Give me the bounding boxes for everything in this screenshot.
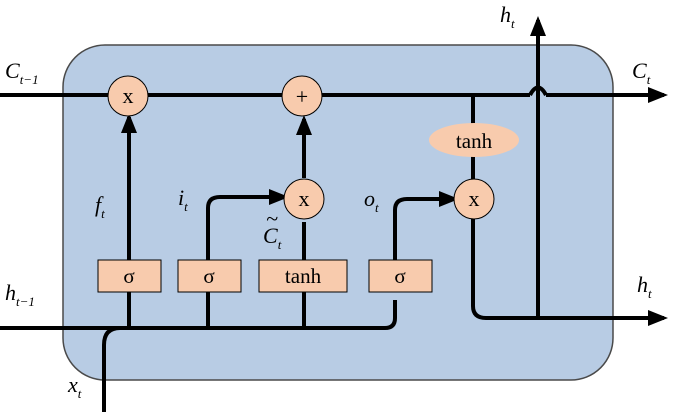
operator-add-symbol: + [296,84,308,109]
label-o-gate: ot [364,186,379,215]
operator-output-symbol: x [469,186,480,211]
gate-tanh-candidate-label: tanh [285,264,322,288]
label-c-tilde: Ct [263,223,282,252]
operator-forget-multiply: x [107,75,149,117]
hidden-input-line [0,300,397,330]
x-input-line [102,326,121,412]
label-i-gate: it [178,185,188,214]
label-h-prev: ht−1 [5,280,35,309]
label-c-prev: Ct−1 [5,58,39,87]
label-h-right: ht [637,272,652,301]
gate-sigma-forget-label: σ [123,264,134,288]
label-h-top: ht [500,2,515,31]
connections [0,16,668,412]
gate-sigma-input: σ [177,259,242,293]
operator-input-multiply: x [283,178,325,220]
operator-add: + [281,75,323,117]
output-gate-line [393,191,459,262]
operator-input-symbol: x [299,186,310,211]
gate-tanh-candidate: tanh [258,259,348,293]
gate-tanh-cell-label: tanh [456,129,493,153]
label-c-next: Ct [632,58,651,87]
label-c-tilde-accent: ~ [266,206,278,231]
gate-tanh-cell: tanh [429,123,519,157]
gate-sigma-output: σ [368,259,433,293]
hidden-output-line [471,218,668,326]
input-gate-line [206,197,285,328]
gate-sigma-output-label: σ [394,264,405,288]
gate-sigma-forget: σ [97,259,162,293]
label-f-gate: ft [95,192,105,221]
gate-sigma-input-label: σ [203,264,214,288]
crossing-bump [528,85,548,97]
operator-output-multiply: x [453,178,495,220]
label-x-input: xt [67,372,82,401]
operator-forget-symbol: x [123,83,134,108]
